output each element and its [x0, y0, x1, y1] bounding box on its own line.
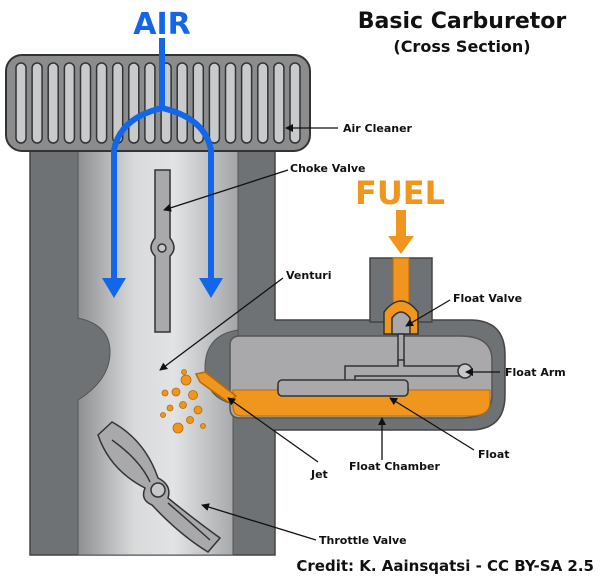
- air-cleaner: [5, 54, 311, 152]
- filter-slat: [63, 62, 76, 144]
- fuel-spray: [160, 369, 206, 434]
- filter-slat: [208, 62, 221, 144]
- label-choke-valve: Choke Valve: [290, 162, 366, 175]
- credit-line: Credit: K. Aainsqatsi - CC BY-SA 2.5: [296, 557, 594, 575]
- filter-slat: [47, 62, 59, 144]
- diagram-subtitle: (Cross Section): [393, 37, 530, 56]
- diagram-title: Basic Carburetor: [358, 9, 567, 34]
- float-on-fuel: [277, 379, 409, 397]
- filter-slat: [257, 62, 269, 144]
- filter-slat: [15, 62, 27, 144]
- label-air-cleaner: Air Cleaner: [343, 122, 413, 135]
- fuel-arrow-stem: [396, 210, 406, 240]
- air-arrow-left-head: [102, 278, 126, 298]
- filter-slat: [176, 62, 188, 144]
- filter-slat: [31, 62, 43, 144]
- air-arrow-right-head: [199, 278, 223, 298]
- label-float: Float: [478, 448, 510, 461]
- filter-slat: [289, 62, 301, 144]
- label-float-valve: Float Valve: [453, 292, 522, 305]
- filter-slat: [144, 62, 156, 144]
- label-venturi: Venturi: [286, 269, 332, 282]
- filter-slat: [240, 62, 253, 144]
- air-flow-arrows: [111, 38, 214, 285]
- choke-valve: [150, 169, 175, 333]
- label-float-arm: Float Arm: [505, 366, 566, 379]
- filter-slat: [224, 62, 237, 144]
- label-float-chamber: Float Chamber: [349, 460, 440, 473]
- fuel-label: FUEL: [355, 174, 445, 212]
- fuel-arrow-head: [388, 236, 414, 254]
- label-throttle-valve: Throttle Valve: [319, 534, 407, 547]
- throttle-valve: [97, 421, 222, 553]
- filter-slat: [79, 62, 92, 144]
- filter-slat: [128, 62, 140, 144]
- label-jet: Jet: [310, 468, 328, 481]
- filter-slat: [95, 62, 108, 144]
- leader-lines: [159, 124, 500, 541]
- air-label: AIR: [133, 7, 190, 42]
- filter-slat: [273, 62, 285, 144]
